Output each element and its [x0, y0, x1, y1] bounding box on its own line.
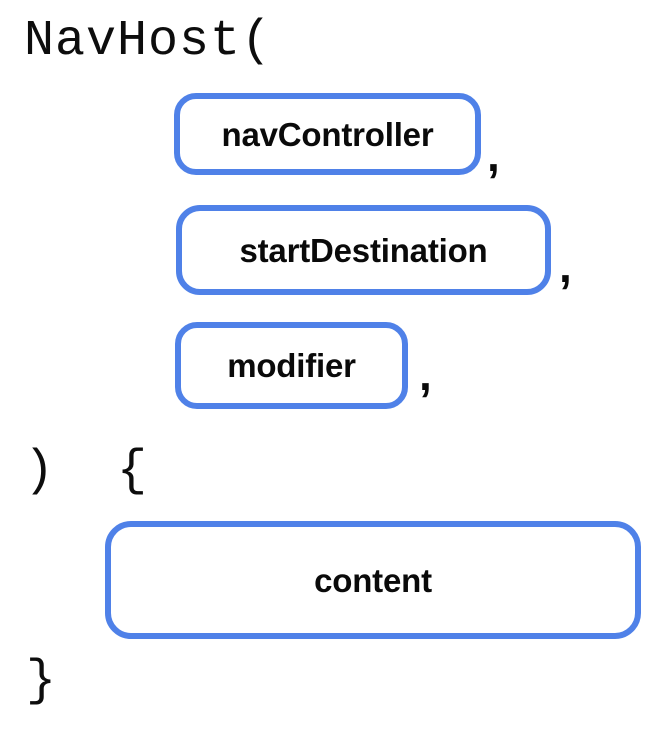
parameter-box-modifier[interactable]: modifier [175, 322, 408, 409]
parameter-label-navcontroller: navController [221, 115, 434, 153]
lambda-body-label-content: content [314, 561, 432, 599]
parameter-label-modifier: modifier [227, 347, 356, 384]
comma-after-navcontroller: , [487, 129, 500, 181]
parameter-label-startdestination: startDestination [239, 231, 488, 269]
lambda-body-box-content[interactable]: content [105, 521, 641, 639]
code-token-close-paren-open-brace: ) { [24, 443, 149, 500]
parameter-box-navcontroller[interactable]: navController [174, 93, 481, 175]
code-token-navhost-open: NavHost( [24, 13, 273, 70]
parameter-box-startdestination[interactable]: startDestination [176, 205, 551, 295]
comma-after-modifier: , [419, 348, 432, 400]
code-token-close-brace: } [26, 653, 58, 710]
comma-after-startdestination: , [559, 240, 572, 292]
